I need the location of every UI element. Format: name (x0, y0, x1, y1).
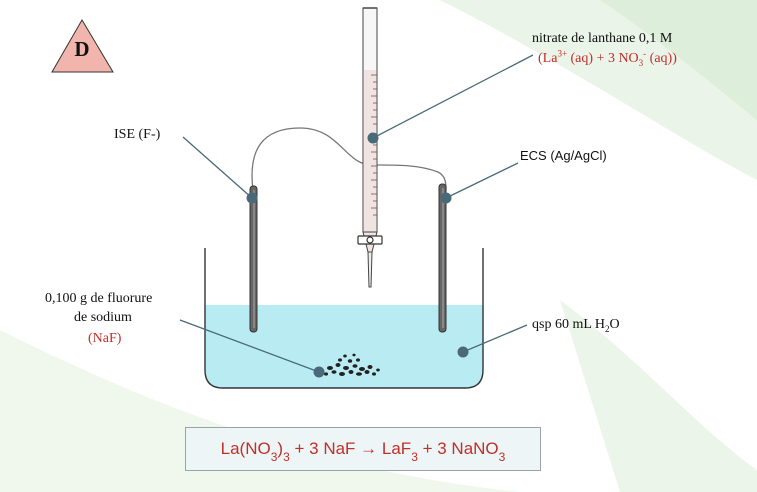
beaker (204, 248, 484, 389)
badge-letter: D (74, 37, 90, 61)
label-burette-title: nitrate de lanthane 0,1 M (532, 31, 673, 46)
label-ise: ISE (F-) (114, 127, 161, 142)
burette (357, 7, 383, 288)
ecs-electrode (438, 183, 447, 333)
naf-powder (320, 353, 380, 376)
label-naf-line3: (NaF) (88, 331, 122, 346)
label-ecs: ECS (Ag/AgCl) (520, 148, 607, 163)
ise-electrode (249, 185, 258, 333)
badge-triangle (51, 19, 114, 73)
reaction-equation-box: La(NO3)3 + 3 NaF → LaF3 + 3 NaNO3 (185, 427, 541, 471)
electrode-cable (251, 127, 447, 191)
label-water: qsp 60 mL H2O (532, 317, 620, 334)
pointer-dots (246, 132, 469, 378)
pointer-lines (179, 54, 534, 373)
reaction-equation: La(NO3)3 + 3 NaF → LaF3 + 3 NaNO3 (220, 439, 506, 465)
reaction-arrow: → (360, 439, 378, 458)
label-naf-line1: 0,100 g de fluorure (45, 291, 153, 306)
label-burette-formula: (La3+ (aq) + 3 NO3- (aq)) (538, 48, 677, 68)
label-naf-line2: de sodium (74, 310, 132, 325)
